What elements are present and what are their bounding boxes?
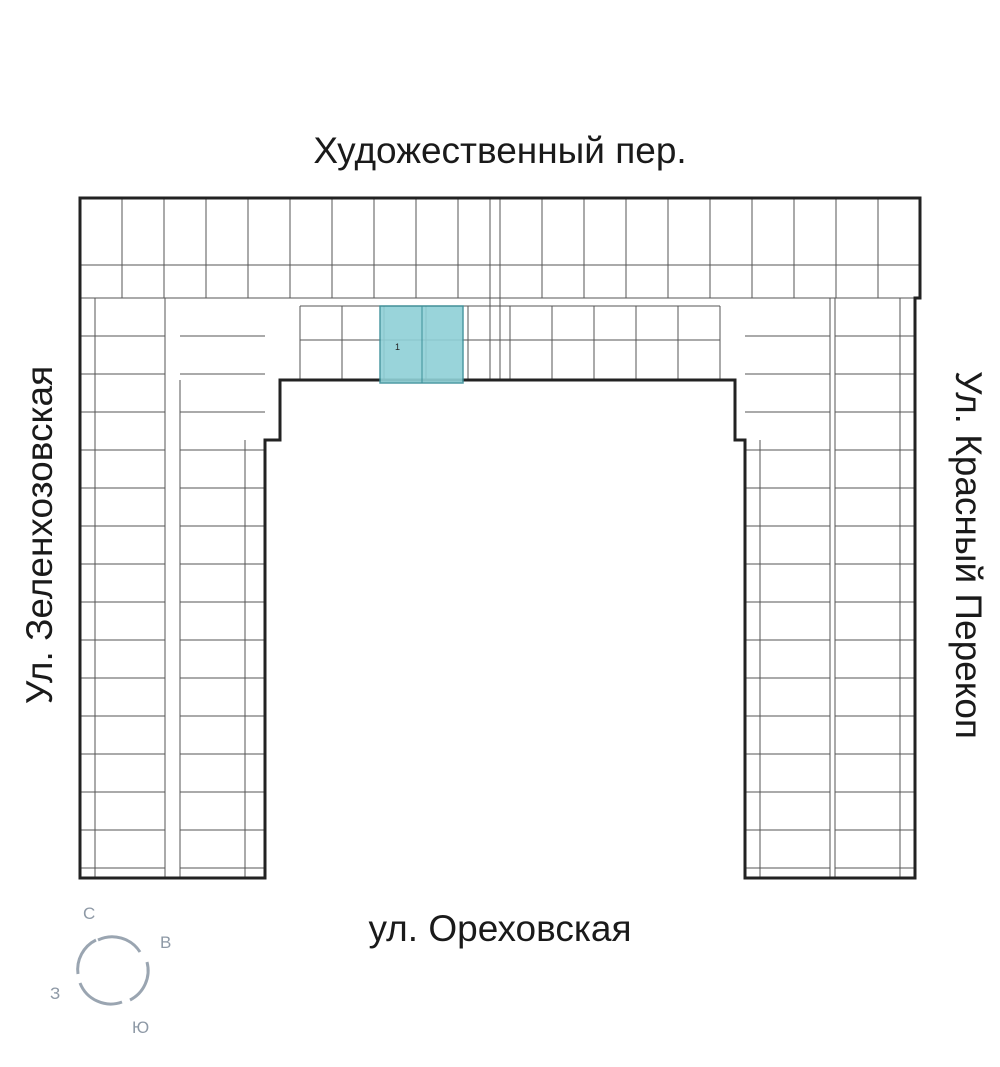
building-outline (78, 196, 922, 880)
highlighted-apartment-rooms: 1 (395, 342, 400, 352)
compass-north: С (83, 904, 96, 923)
compass-icon (76, 935, 150, 1006)
compass-west: З (50, 984, 61, 1003)
street-label-bottom: ул. Ореховская (368, 908, 632, 949)
street-label-top: Художественный пер. (313, 130, 687, 171)
compass-south: Ю (132, 1018, 150, 1037)
compass-east: В (160, 933, 172, 952)
